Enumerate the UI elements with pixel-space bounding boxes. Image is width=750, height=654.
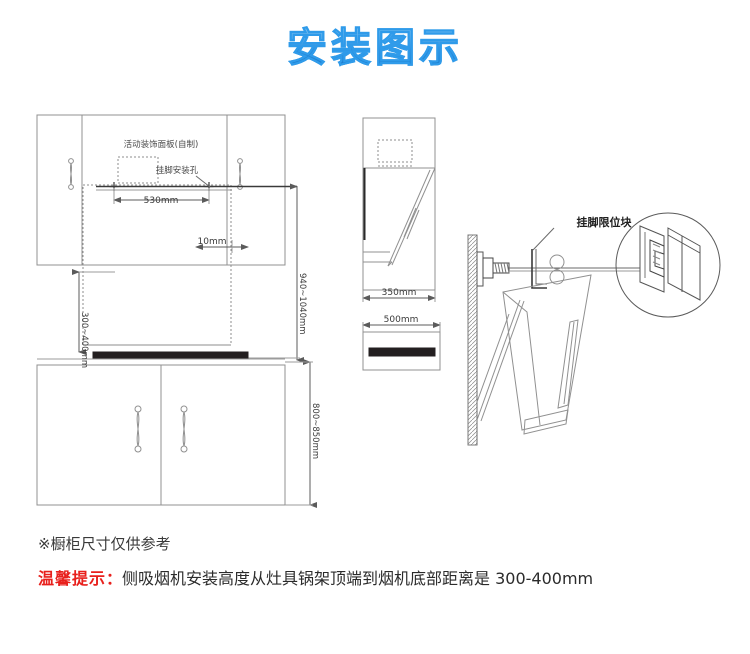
label-mount-hole: 挂脚安装孔 bbox=[156, 165, 199, 176]
note-cabinet-text: 橱柜尺寸仅供参考 bbox=[50, 535, 171, 553]
dim-label-300-400: 300~400mm bbox=[79, 312, 89, 368]
dim-800-850 bbox=[285, 359, 317, 508]
dim-350 bbox=[362, 290, 436, 302]
label-limit-block: 挂脚限位块 bbox=[577, 215, 633, 229]
lower-cabinet-handle-right bbox=[180, 405, 188, 453]
dim-530 bbox=[113, 188, 210, 204]
roller-nuts bbox=[549, 254, 565, 285]
upper-cabinet-handle-right bbox=[237, 158, 243, 190]
tip-label: 温馨提示 bbox=[38, 569, 107, 588]
note-mark: ※ bbox=[38, 535, 51, 553]
wall-mount-group bbox=[467, 227, 640, 446]
dim-940-1040 bbox=[236, 183, 304, 363]
upper-cabinet-handle-left bbox=[68, 158, 74, 190]
dim-label-530: 530mm bbox=[144, 196, 179, 206]
page-title: 安装图示 bbox=[0, 28, 750, 69]
note-warm-tip: 温馨提示：侧吸烟机安装高度从灶具锅架顶端到烟机底部距离是 300-400mm bbox=[38, 565, 593, 589]
dim-label-800-850: 800~850mm bbox=[310, 403, 320, 459]
dim-label-940-1040: 940~1040mm bbox=[297, 273, 307, 335]
dim-10 bbox=[195, 240, 249, 253]
cooktop-counter-bar bbox=[92, 351, 249, 360]
tip-colon: ： bbox=[106, 569, 123, 588]
detail-callout-circle bbox=[615, 212, 721, 318]
lower-cabinet-handle-left bbox=[134, 405, 142, 453]
label-decor-panel: 活动装饰面板(自制) bbox=[124, 139, 199, 150]
dim-label-350: 350mm bbox=[382, 288, 417, 298]
dim-500 bbox=[362, 322, 441, 332]
dim-label-500: 500mm bbox=[384, 315, 419, 325]
dim-label-10: 10mm bbox=[198, 237, 227, 247]
mounting-rail bbox=[96, 185, 297, 191]
lower-cabinet-group bbox=[36, 364, 286, 506]
dim-300-400 bbox=[72, 269, 115, 355]
tip-body: 侧吸烟机安装高度从灶具锅架顶端到烟机底部距离是 300-400mm bbox=[122, 569, 594, 588]
front-view-group bbox=[362, 322, 441, 371]
side-view-group bbox=[362, 117, 436, 302]
note-cabinet-reference: ※橱柜尺寸仅供参考 bbox=[38, 533, 171, 554]
